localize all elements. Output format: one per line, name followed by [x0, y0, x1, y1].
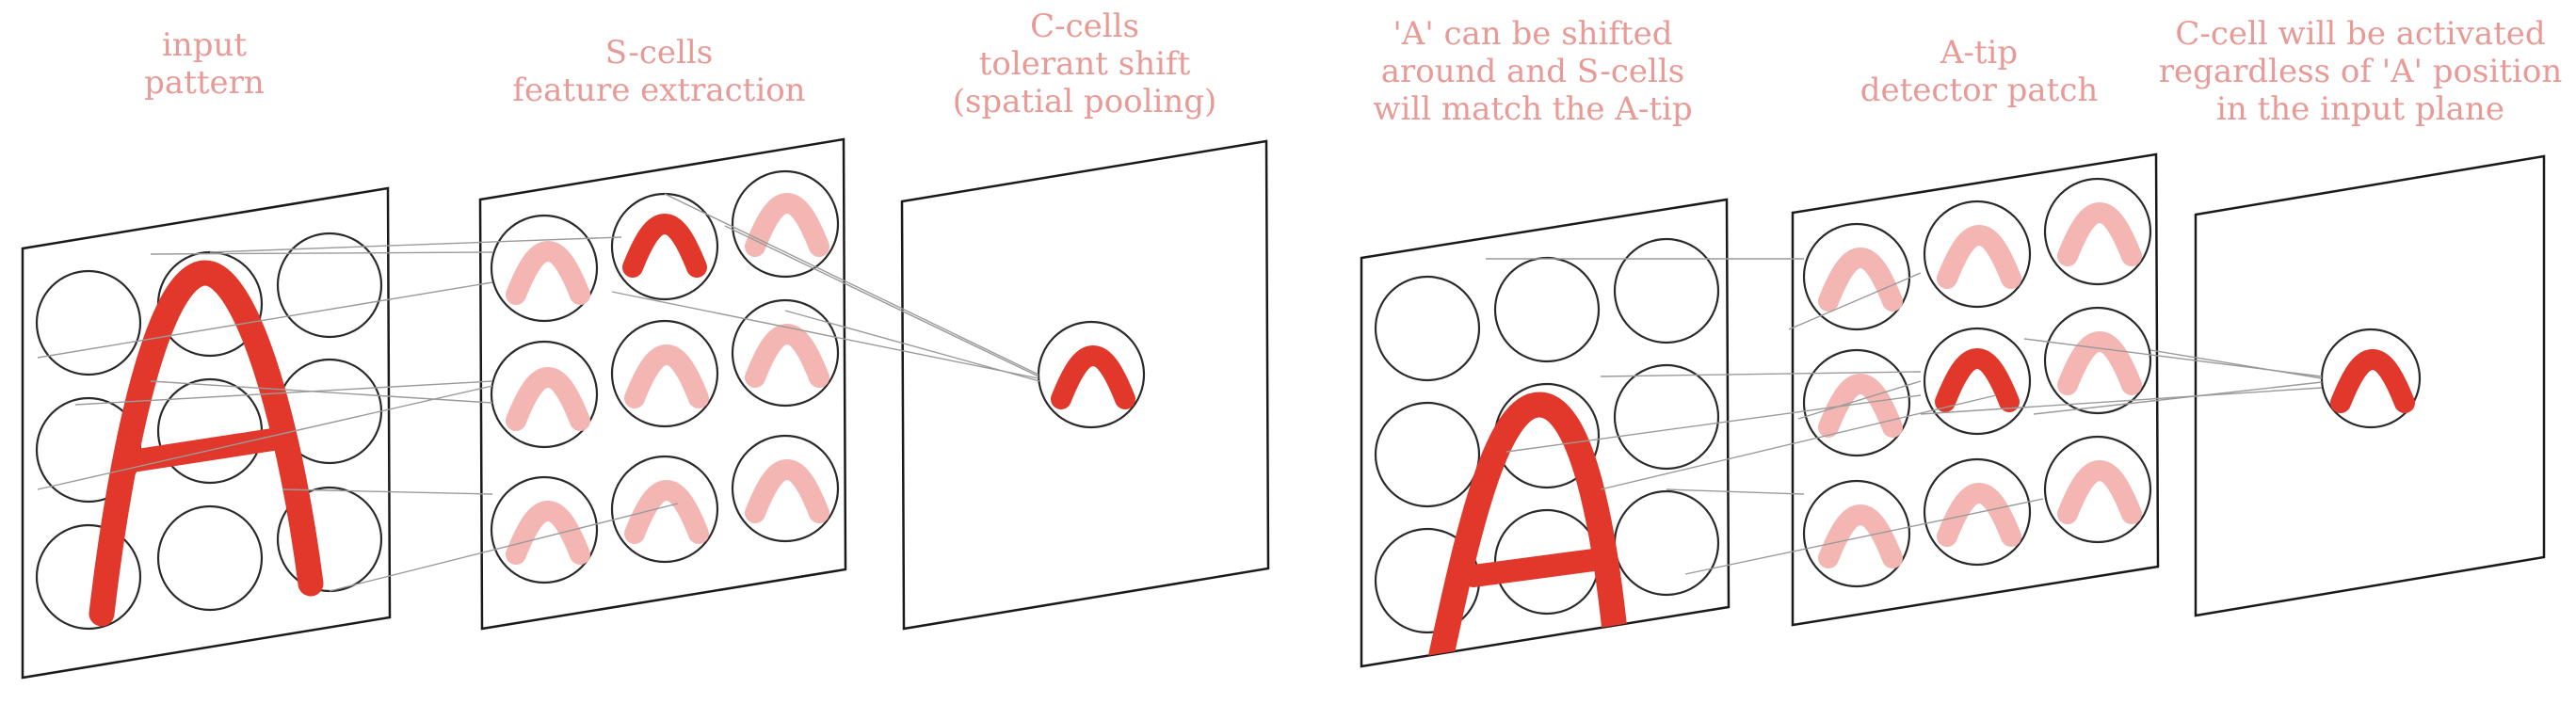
s-cell-circle: [2043, 435, 2152, 544]
receptive-field-circle: [35, 523, 142, 631]
receptive-field-circle: [1493, 256, 1601, 363]
connection-line: [150, 251, 493, 255]
input-to-s-cells-connections: [37, 236, 679, 592]
connection-line: [664, 193, 1039, 376]
connection-line: [37, 281, 493, 359]
connection-line: [209, 236, 622, 253]
letter-a-shifted: [1427, 392, 1631, 666]
connection-line: [37, 385, 493, 490]
s-cell-circle: [1923, 200, 2032, 309]
s-cell-circle: [1923, 457, 2032, 567]
receptive-field-circle: [1613, 237, 1720, 344]
s-cell-circle: [490, 340, 599, 449]
connection-line: [1788, 272, 1922, 330]
s-cells-grid: [490, 169, 840, 584]
connection-line: [329, 503, 679, 592]
s-cell-circle: [1802, 348, 1911, 457]
shifted-input-plane-panel: [1360, 198, 1731, 668]
s-cell-circle: [610, 319, 719, 428]
connection-line: [1920, 387, 2323, 415]
c-cells-panel: [900, 139, 1270, 631]
connection-line: [74, 380, 493, 406]
connection-line: [1600, 394, 1997, 490]
connection-line: [784, 310, 1040, 382]
receptive-field-circle: [1374, 275, 1481, 382]
receptive-field-circle: [1374, 401, 1481, 508]
connection-line: [1600, 371, 1922, 377]
s-cell-circle: [1802, 222, 1911, 331]
s-cell-circle: [490, 475, 599, 584]
connection-line: [1797, 380, 1922, 420]
s-cells-to-c-cell-connections: [611, 193, 1040, 382]
detector-to-c-cell-connections: [1920, 338, 2323, 415]
receptive-field-circle: [276, 232, 383, 339]
receptive-field-circle: [1613, 363, 1720, 471]
connection-line: [724, 225, 1039, 377]
s-cell-circle: [1923, 327, 2032, 436]
s-cell-circle: [731, 169, 840, 279]
s-cell-circle: [2043, 177, 2152, 286]
receptive-field-circle: [35, 269, 142, 376]
receptive-field-circle: [156, 504, 264, 612]
connection-line: [1684, 498, 2044, 575]
s-cell-circle: [731, 298, 840, 408]
s-cell-circle: [1802, 479, 1911, 588]
letter-a-input: [89, 260, 324, 627]
connection-line: [1666, 488, 1805, 495]
s-cell-circle: [731, 434, 840, 543]
shifted-input-to-detector-connections: [1486, 258, 2044, 575]
connection-line: [2149, 349, 2323, 379]
c-cell-output-panel: [2194, 154, 2546, 617]
a-tip-detector-grid: [1802, 177, 2152, 588]
connection-line: [611, 291, 1039, 379]
s-cell-circle: [2043, 306, 2152, 415]
connection-line: [1505, 394, 1922, 453]
s-cell-circle: [490, 214, 599, 323]
s-cell-circle: [610, 455, 719, 564]
connection-line: [2033, 381, 2323, 415]
connection-line: [282, 488, 493, 495]
